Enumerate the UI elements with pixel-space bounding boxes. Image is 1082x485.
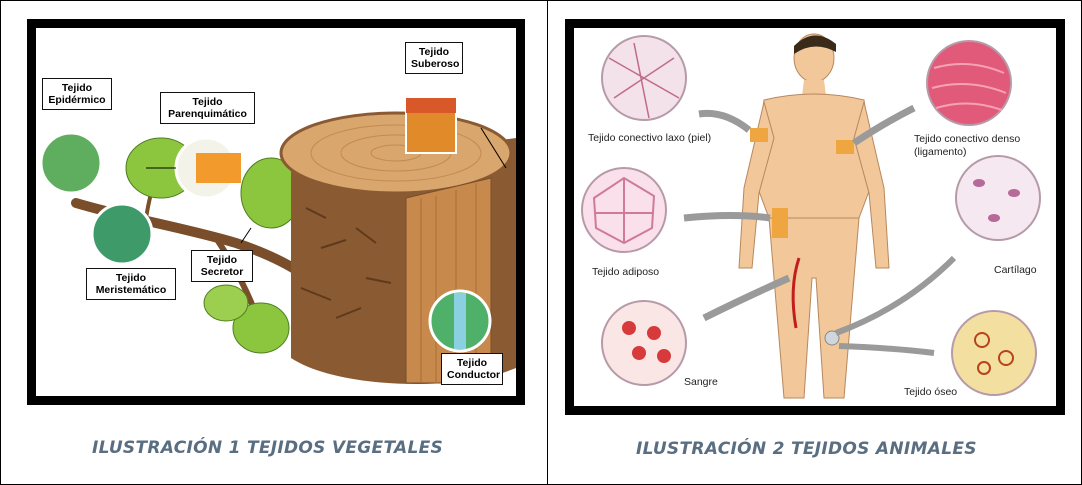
label-tejido-secretor: Tejido Secretor bbox=[191, 250, 253, 282]
label-tejido-epidermico: Tejido Epidérmico bbox=[42, 78, 112, 110]
label-line-1: Tejido bbox=[197, 254, 247, 266]
label-line-1: Tejido bbox=[166, 96, 249, 108]
label-line-1: Tejido bbox=[48, 82, 106, 94]
label-line-2: Suberoso bbox=[411, 58, 457, 70]
label-tejido-parenquimatico: Tejido Parenquimático bbox=[160, 92, 255, 124]
label-tejido-conductor: Tejido Conductor bbox=[441, 353, 503, 385]
label-sangre: Sangre bbox=[684, 376, 718, 389]
label-line-1: Tejido bbox=[92, 272, 170, 284]
label-line-1: Tejido bbox=[411, 46, 457, 58]
human-body-drawing bbox=[574, 28, 1056, 406]
label-line-2: Epidérmico bbox=[48, 94, 106, 106]
label-line-2: Conductor bbox=[447, 369, 497, 381]
plant-figure-caption: ILUSTRACIÓN 1 TEJIDOS VEGETALES bbox=[92, 438, 443, 458]
plant-image-frame: Tejido Epidérmico Tejido Parenquimático … bbox=[27, 19, 525, 405]
plant-figure-cell: Tejido Epidérmico Tejido Parenquimático … bbox=[0, 0, 548, 485]
label-line-2: (ligamento) bbox=[914, 146, 1020, 159]
label-line-2: Secretor bbox=[197, 266, 247, 278]
label-tejido-oseo: Tejido óseo bbox=[904, 386, 957, 399]
animal-illustration: Tejido conectivo laxo (piel) Tejido cone… bbox=[574, 28, 1056, 406]
animal-image-frame: Tejido conectivo laxo (piel) Tejido cone… bbox=[565, 19, 1065, 415]
label-tejido-suberoso: Tejido Suberoso bbox=[405, 42, 463, 74]
label-line-1: Tejido bbox=[447, 357, 497, 369]
plant-illustration: Tejido Epidérmico Tejido Parenquimático … bbox=[36, 28, 516, 396]
label-line-2: Parenquimático bbox=[166, 108, 249, 120]
label-tejido-meristematico: Tejido Meristemático bbox=[86, 268, 176, 300]
label-line-1: Tejido conectivo denso bbox=[914, 133, 1020, 146]
animal-figure-cell: Tejido conectivo laxo (piel) Tejido cone… bbox=[547, 0, 1082, 485]
label-line-2: Meristemático bbox=[92, 284, 170, 296]
label-tejido-conectivo-laxo: Tejido conectivo laxo (piel) bbox=[588, 132, 711, 145]
label-tejido-adiposo: Tejido adiposo bbox=[592, 266, 659, 279]
animal-figure-caption: ILUSTRACIÓN 2 TEJIDOS ANIMALES bbox=[636, 439, 977, 459]
label-tejido-conectivo-denso: Tejido conectivo denso (ligamento) bbox=[914, 133, 1020, 159]
label-cartilago: Cartílago bbox=[994, 264, 1037, 277]
